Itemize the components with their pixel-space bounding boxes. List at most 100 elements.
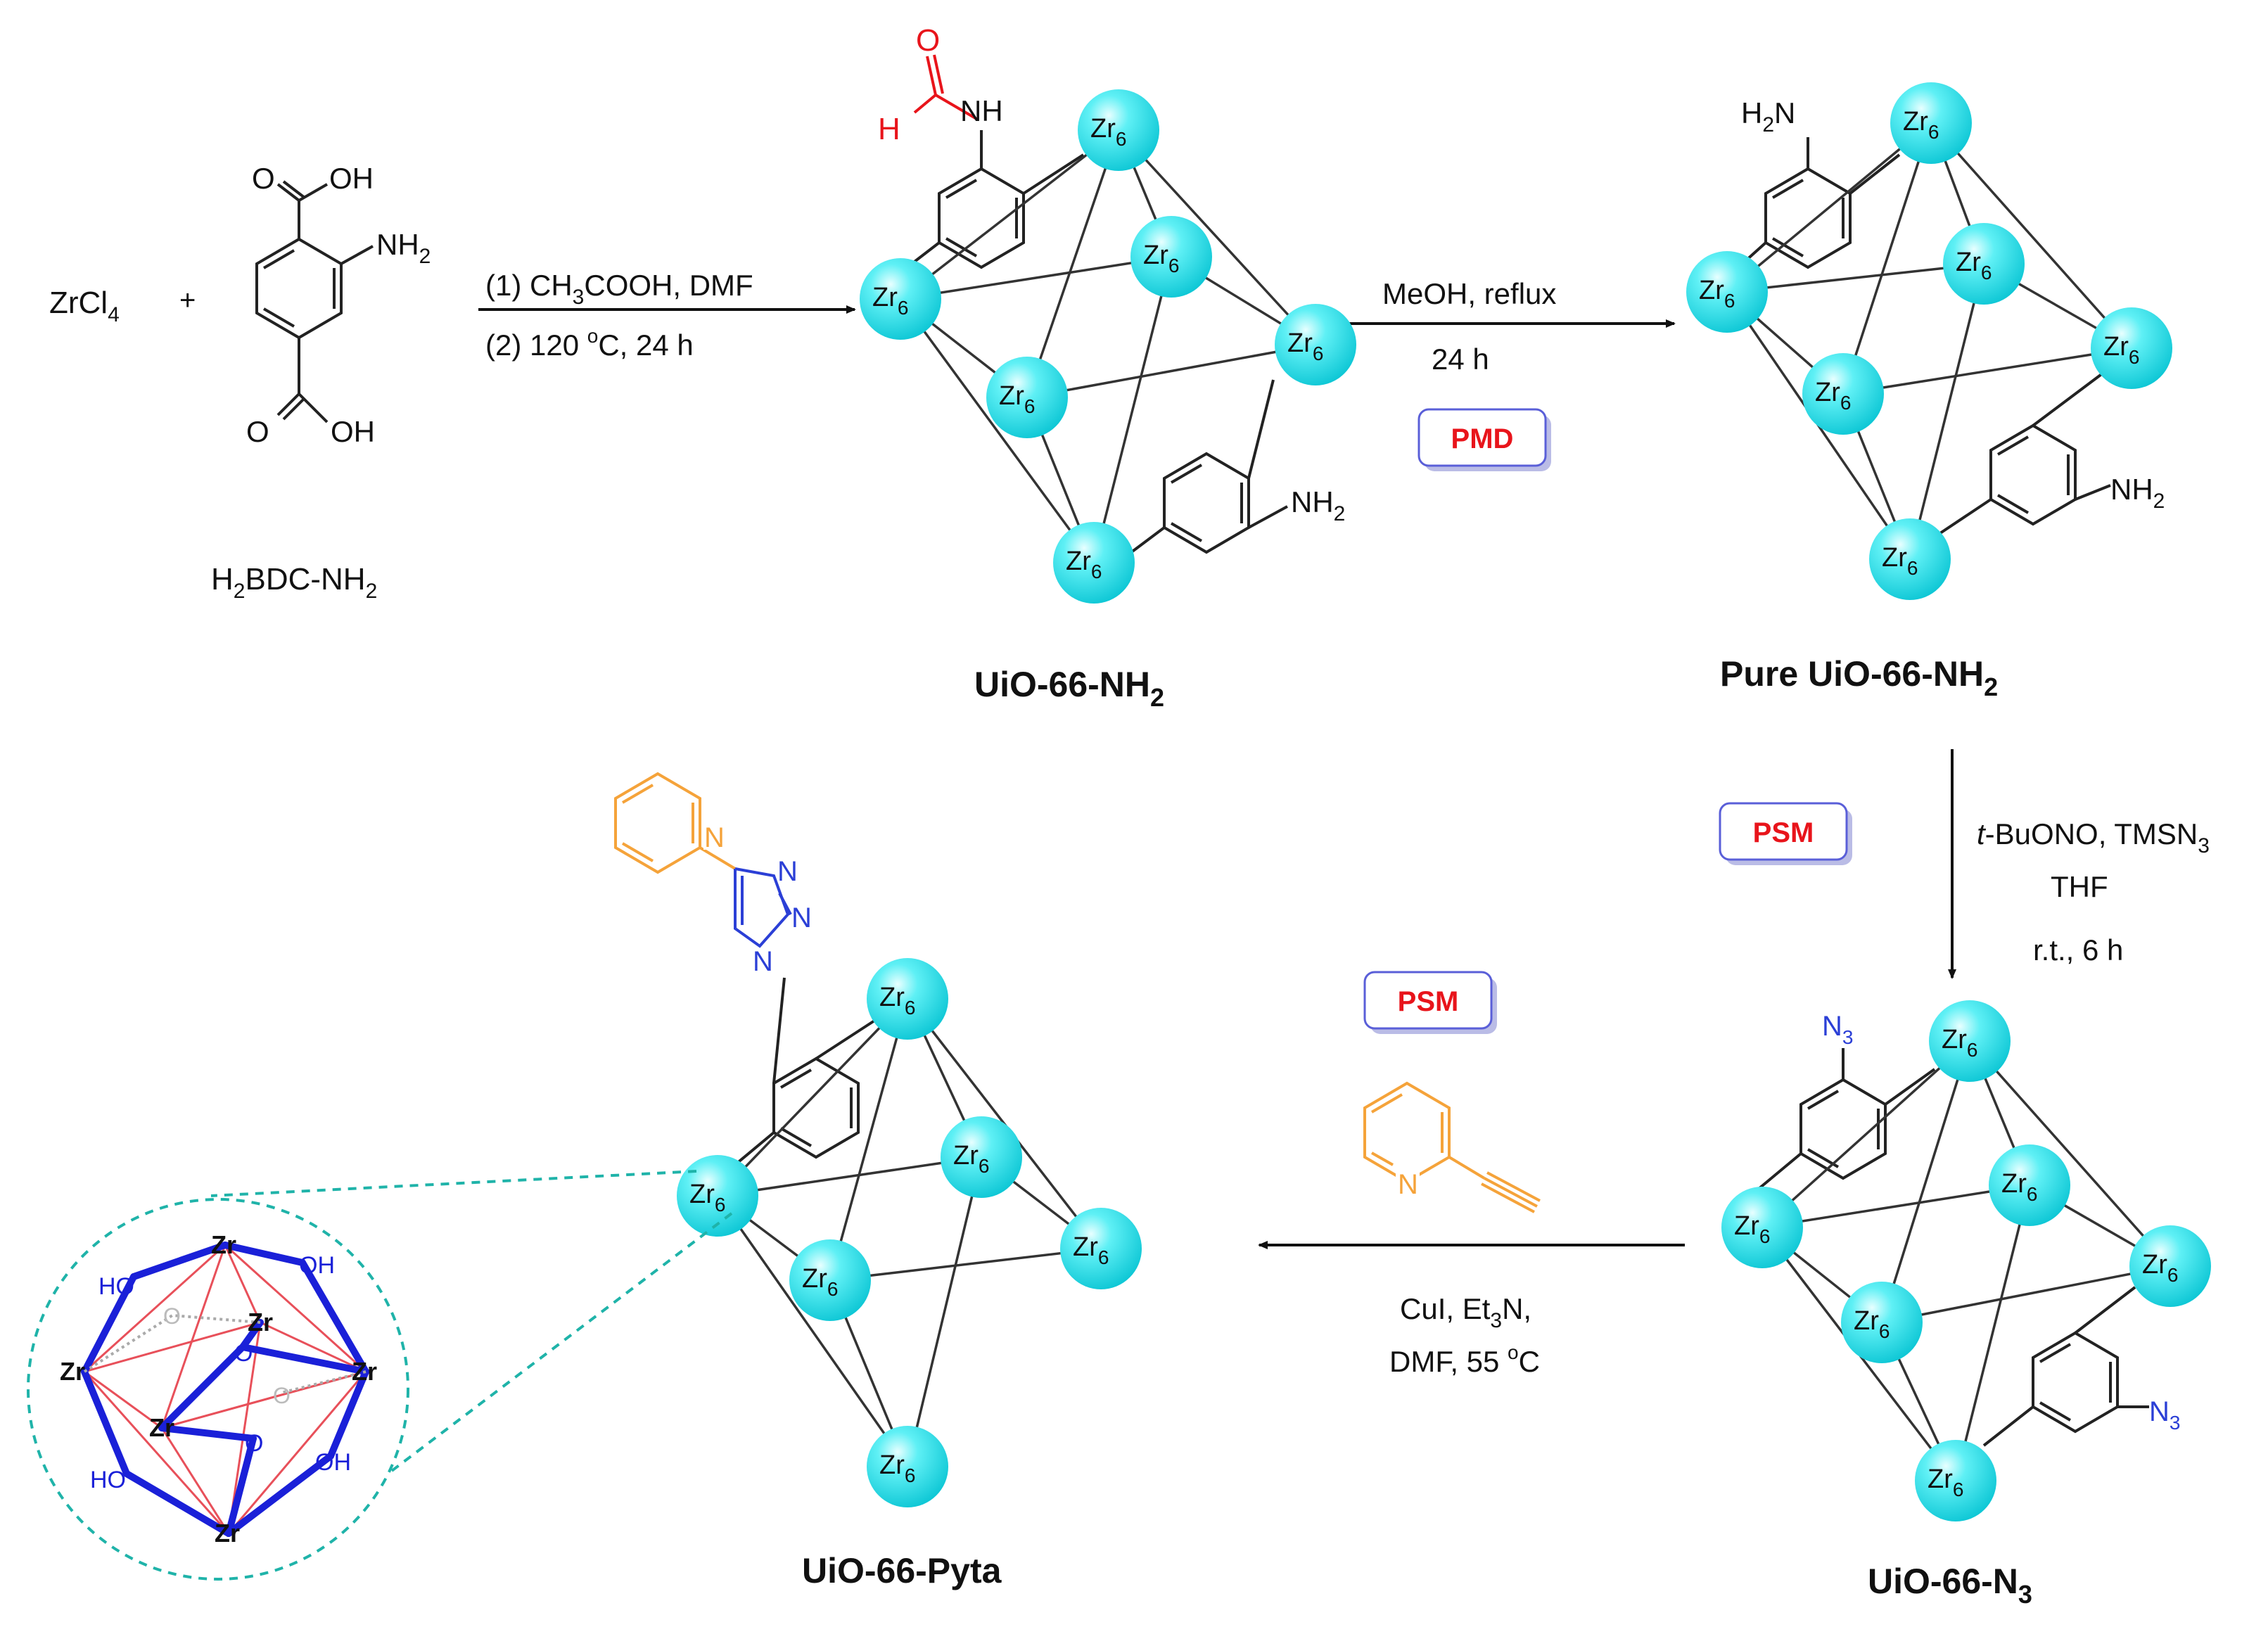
zr6-node: Zr6 — [1929, 1000, 2011, 1082]
step4-condition-2: DMF, 55 oC — [1389, 1341, 1540, 1378]
label-uio66-pyta: UiO-66-Pyta — [802, 1551, 1002, 1590]
svg-text:N: N — [704, 822, 725, 853]
svg-text:Zr6: Zr6 — [1942, 1025, 1977, 1061]
zr6-node: Zr6 — [1802, 353, 1884, 435]
cluster-zr-top: Zr — [211, 1230, 236, 1259]
cluster-zr-left: Zr — [60, 1357, 85, 1386]
svg-text:PSM: PSM — [1398, 986, 1459, 1017]
zr6-node: Zr6 — [1989, 1144, 2070, 1226]
amine-linker: NH2 — [1121, 379, 1345, 561]
step3-reagents: t-BuONO, TMSN3 — [1977, 817, 2210, 857]
svg-text:Zr6: Zr6 — [2103, 332, 2139, 368]
zr6-node: Zr6 — [1275, 304, 1356, 385]
zr6-node: Zr6 — [1053, 522, 1135, 604]
label-uio66-n3: UiO-66-N3 — [1868, 1562, 2032, 1609]
svg-text:PMD: PMD — [1451, 423, 1514, 454]
svg-text:PSM: PSM — [1753, 817, 1814, 848]
mof-uio66-nh2: O H NH NH2 — [878, 23, 1345, 564]
zr6-node: Zr6 — [1686, 251, 1768, 333]
svg-text:OH: OH — [331, 415, 375, 448]
step2-condition-2: 24 h — [1432, 343, 1489, 376]
step3-arrow: PSM t-BuONO, TMSN3 THF r.t., 6 h — [1719, 749, 2210, 979]
svg-text:N: N — [777, 856, 798, 887]
svg-text:NH2: NH2 — [2110, 473, 2165, 513]
zr6-node: Zr6 — [1078, 89, 1159, 171]
formamide-linker: O H NH — [878, 23, 1085, 279]
zr6-node: Zr6 — [860, 258, 941, 340]
svg-text:ZrCl4: ZrCl4 — [49, 286, 120, 326]
svg-text:N3: N3 — [2149, 1396, 2180, 1434]
svg-text:N: N — [1398, 1169, 1418, 1200]
svg-text:Zr6: Zr6 — [879, 1450, 915, 1486]
svg-text:Zr6: Zr6 — [802, 1264, 838, 1300]
step4-arrow: PSM N CuI, Et3N, DMF, 55 oC — [1258, 971, 1685, 1378]
svg-text:O: O — [252, 162, 275, 195]
svg-text:N3: N3 — [1822, 1011, 1853, 1048]
zr6-node: Zr6 — [867, 1426, 948, 1507]
label-uio66-nh2: UiO-66-NH2 — [974, 665, 1164, 712]
svg-text:OH: OH — [329, 162, 374, 195]
svg-text:Zr6: Zr6 — [879, 983, 915, 1019]
amine-linker-bottom: NH2 — [1937, 371, 2165, 536]
cluster-oh-2: OH — [315, 1449, 351, 1476]
cluster-zr-front: Zr — [149, 1413, 174, 1442]
zr6-node: Zr6 — [941, 1116, 1022, 1198]
cluster-o-1: O — [234, 1340, 253, 1367]
svg-text:Zr6: Zr6 — [1143, 241, 1179, 276]
step1-arrow: (1) CH3COOH, DMF (2) 120 oC, 24 h — [478, 269, 856, 362]
zr6-node: Zr6 — [1890, 82, 1972, 164]
svg-text:Zr6: Zr6 — [689, 1180, 725, 1216]
zr6-node: Zr6 — [677, 1155, 758, 1237]
zr6-node: Zr6 — [2129, 1225, 2211, 1307]
zr6-node: Zr6 — [1943, 223, 2025, 305]
psm-badge-2: PSM — [1363, 971, 1497, 1034]
svg-text:Zr6: Zr6 — [872, 283, 908, 319]
step2-arrow: MeOH, reflux 24 h PMD — [1347, 277, 1676, 471]
step2-condition-1: MeOH, reflux — [1382, 277, 1556, 310]
svg-text:Zr6: Zr6 — [1073, 1232, 1109, 1268]
step3-solvent: THF — [2051, 870, 2108, 903]
svg-text:Zr6: Zr6 — [1699, 276, 1735, 312]
svg-text:Zr6: Zr6 — [1287, 328, 1323, 364]
svg-text:O: O — [246, 415, 269, 448]
zr6-node: Zr6 — [867, 958, 948, 1040]
step1-condition-2: (2) 120 oC, 24 h — [485, 325, 694, 362]
plus-sign: + — [179, 285, 196, 316]
zr6-node: Zr6 — [1721, 1187, 1803, 1268]
psm-badge-1: PSM — [1719, 802, 1852, 865]
zr6-node: Zr6 — [1915, 1440, 1996, 1521]
cluster-o-2: O — [245, 1430, 263, 1457]
cluster-o-3: O — [163, 1303, 181, 1329]
svg-text:Zr6: Zr6 — [953, 1141, 989, 1177]
cluster-zr-back: Zr — [248, 1308, 273, 1336]
zr6-node: Zr6 — [1130, 216, 1212, 298]
cluster-zr-right: Zr — [352, 1357, 377, 1386]
step4-condition-1: CuI, Et3N, — [1400, 1292, 1531, 1332]
zr6-node: Zr6 — [1869, 518, 1951, 600]
svg-text:Zr6: Zr6 — [2142, 1250, 2178, 1286]
azide-linker-top: N3 — [1757, 1011, 1936, 1190]
cluster-ho-2: HO — [90, 1467, 126, 1493]
cluster-zoom: Zr Zr Zr Zr Zr Zr OH HO HO OH O O O O — [27, 1170, 733, 1581]
zr6-node: Zr6 — [2091, 307, 2172, 389]
svg-text:Zr6: Zr6 — [1854, 1306, 1890, 1342]
svg-text:N: N — [791, 902, 812, 933]
svg-text:Zr6: Zr6 — [1066, 547, 1102, 582]
svg-text:Zr6: Zr6 — [1882, 543, 1918, 579]
zr6-node: Zr6 — [986, 357, 1068, 438]
pyridyl-triazole-linker: N N N N — [614, 772, 888, 1169]
zr6-node: Zr6 — [789, 1239, 871, 1321]
svg-text:Zr6: Zr6 — [1928, 1465, 1963, 1500]
zr6-node: Zr6 — [1060, 1208, 1142, 1289]
svg-text:N: N — [753, 946, 773, 977]
mof-uio66-pyta: N N N N — [614, 772, 1102, 1468]
label-pure-uio66-nh2: Pure UiO-66-NH2 — [1720, 654, 1998, 701]
step3-time: r.t., 6 h — [2033, 933, 2123, 966]
svg-text:H2N: H2N — [1741, 96, 1795, 136]
svg-text:Zr6: Zr6 — [2001, 1169, 2037, 1205]
zr6-nodes: Zr6Zr6Zr6Zr6Zr6Zr6Zr6Zr6Zr6Zr6Zr6Zr6Zr6Z… — [677, 82, 2211, 1521]
svg-text:Zr6: Zr6 — [1956, 248, 1992, 283]
svg-text:NH2: NH2 — [1291, 485, 1345, 525]
cluster-oh-1: OH — [299, 1252, 335, 1279]
